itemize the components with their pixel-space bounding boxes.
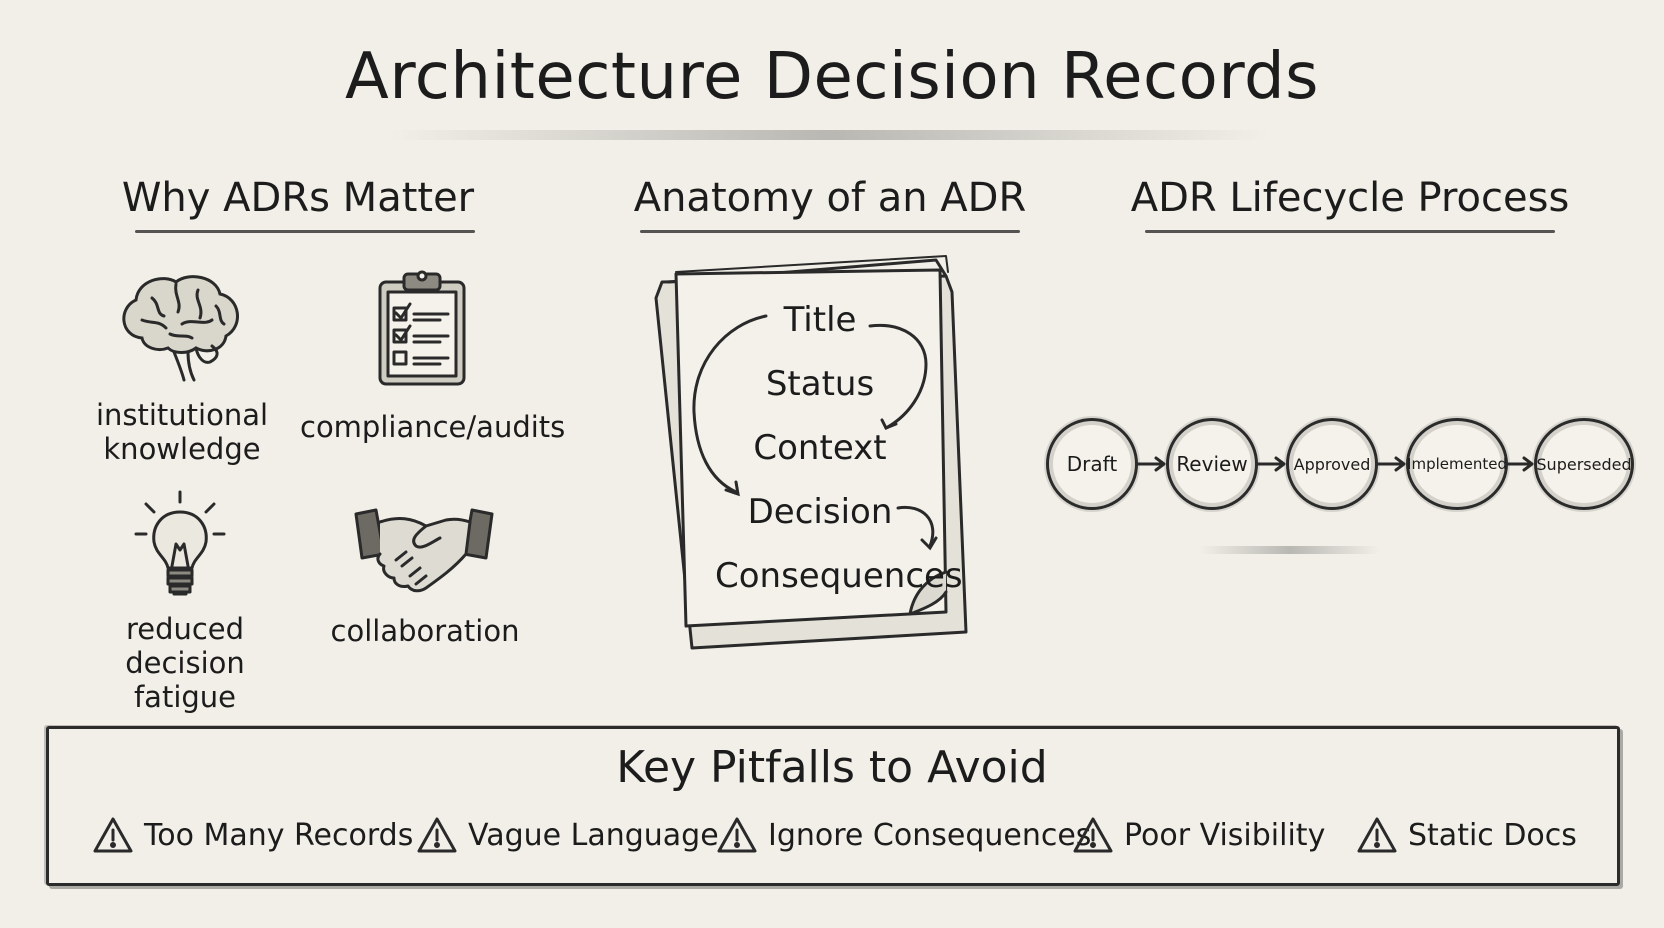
warning-icon	[1357, 817, 1397, 853]
lifecycle-stage-draft: Draft	[1046, 418, 1138, 510]
clipboard-checklist-icon	[378, 270, 466, 386]
handshake-icon	[354, 508, 494, 593]
pitfall-label: Ignore Consequences	[768, 817, 1092, 853]
lifecycle-stage-label: Review	[1176, 452, 1248, 476]
lifecycle-stage-implemented: Implemented	[1406, 418, 1508, 510]
adr-item-title: Title	[783, 300, 857, 340]
brain-icon	[122, 275, 239, 382]
lifecycle-stage-review: Review	[1166, 418, 1258, 510]
warning-icon	[417, 817, 457, 853]
lifecycle-stage-label: Draft	[1066, 452, 1118, 476]
warning-icon	[93, 817, 133, 853]
pitfall-too-many-records: Too Many Records	[92, 816, 413, 854]
lifecycle-stage-label: Implemented	[1407, 455, 1507, 473]
page-title: Architecture Decision Records	[345, 40, 1319, 114]
pitfall-label: Poor Visibility	[1124, 817, 1326, 853]
why-item-collaboration: collaboration	[330, 614, 520, 648]
pitfall-poor-visibility: Poor Visibility	[1072, 816, 1325, 854]
lifecycle-smudge	[1200, 546, 1380, 554]
why-heading-underline	[135, 230, 475, 233]
lifecycle-stage-superseded: Superseded	[1534, 418, 1634, 510]
arrow-right-icon	[1256, 456, 1286, 472]
why-item-reduced-decision-fatigue: reduced decision fatigue	[125, 612, 245, 714]
why-item-compliance-audits: compliance/audits	[300, 410, 566, 444]
lifecycle-stage-label: Superseded	[1536, 454, 1632, 474]
lifecycle-arrows	[1136, 456, 1534, 472]
lifecycle-stage-approved: Approved	[1286, 418, 1378, 510]
lightbulb-icon	[134, 490, 226, 596]
anatomy-heading-underline	[640, 230, 1020, 233]
lifecycle-heading-underline	[1145, 230, 1555, 233]
lifecycle-heading: ADR Lifecycle Process	[1130, 175, 1570, 221]
adr-item-status: Status	[765, 364, 875, 404]
warning-icon	[717, 817, 757, 853]
lifecycle-stage-label: Approved	[1293, 454, 1371, 474]
pitfall-vague-language: Vague Language	[416, 816, 719, 854]
anatomy-heading: Anatomy of an ADR	[633, 175, 1027, 221]
adr-item-consequences: Consequences	[715, 556, 963, 596]
arrow-right-icon	[1376, 456, 1406, 472]
pitfall-ignore-consequences: Ignore Consequences	[716, 816, 1091, 854]
pitfall-label: Vague Language	[468, 817, 719, 853]
adr-item-context: Context	[753, 428, 887, 468]
warning-icon	[1073, 817, 1113, 853]
pitfall-label: Static Docs	[1408, 817, 1577, 853]
pitfalls-box	[46, 726, 1620, 886]
adr-item-decision: Decision	[747, 492, 893, 532]
why-item-institutional-knowledge: institutional knowledge	[95, 398, 269, 466]
arrow-right-icon	[1504, 456, 1534, 472]
pitfall-label: Too Many Records	[144, 817, 414, 853]
arrow-right-icon	[1136, 456, 1166, 472]
pitfall-static-docs: Static Docs	[1356, 816, 1577, 854]
why-heading: Why ADRs Matter	[121, 175, 475, 221]
pitfalls-heading: Key Pitfalls to Avoid	[616, 742, 1048, 793]
adr-document-sheets	[654, 255, 968, 650]
title-underline	[390, 130, 1270, 140]
